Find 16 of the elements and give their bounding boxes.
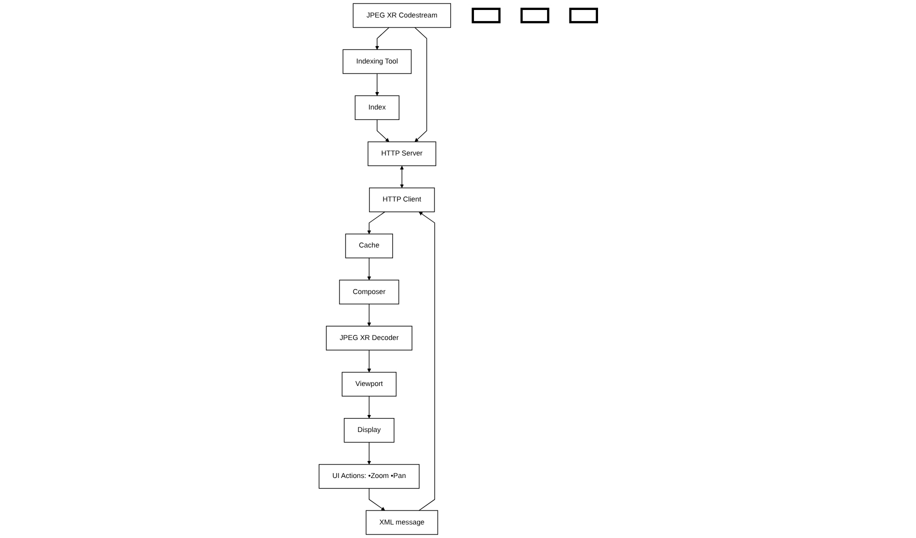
arrow <box>367 304 372 326</box>
arrow <box>367 396 372 419</box>
node-box <box>520 8 550 24</box>
arrow <box>375 73 380 96</box>
arrow <box>375 27 390 50</box>
arrow <box>368 488 386 511</box>
arrow <box>367 258 372 280</box>
node-box <box>472 8 501 24</box>
arrow <box>414 27 428 142</box>
arrow <box>367 442 372 465</box>
arrow <box>367 350 372 372</box>
arrow <box>376 119 390 142</box>
arrow <box>418 212 436 511</box>
arrow <box>367 212 386 234</box>
node-box <box>569 8 598 24</box>
arrow <box>400 166 404 188</box>
